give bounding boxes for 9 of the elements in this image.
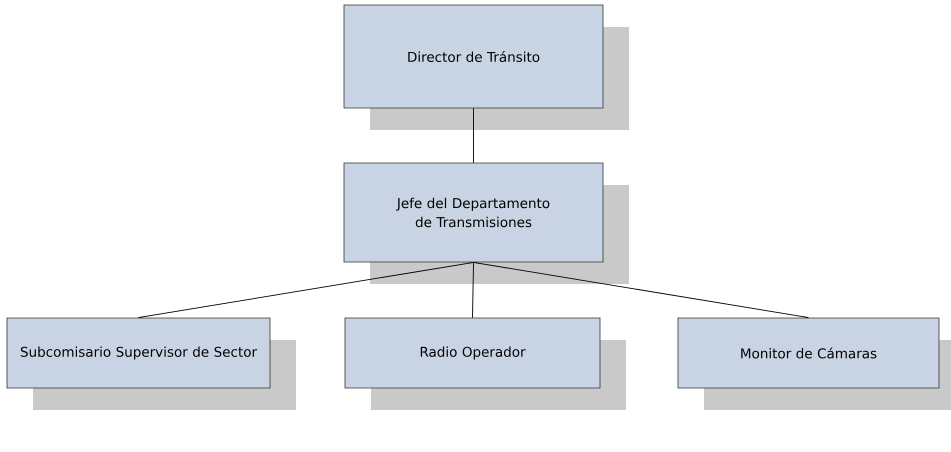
org-box: Jefe del Departamento de Transmisiones	[344, 162, 604, 262]
connector-line	[473, 108, 474, 164]
connector-line	[472, 262, 474, 318]
connector-line	[138, 262, 474, 318]
org-box: Radio Operador	[344, 318, 600, 388]
org-box: Monitor de Cámaras	[678, 318, 940, 388]
org-box: Subcomisario Supervisor de Sector	[6, 318, 270, 388]
org-box: Director de Tránsito	[344, 4, 604, 108]
connector-line	[473, 262, 809, 318]
